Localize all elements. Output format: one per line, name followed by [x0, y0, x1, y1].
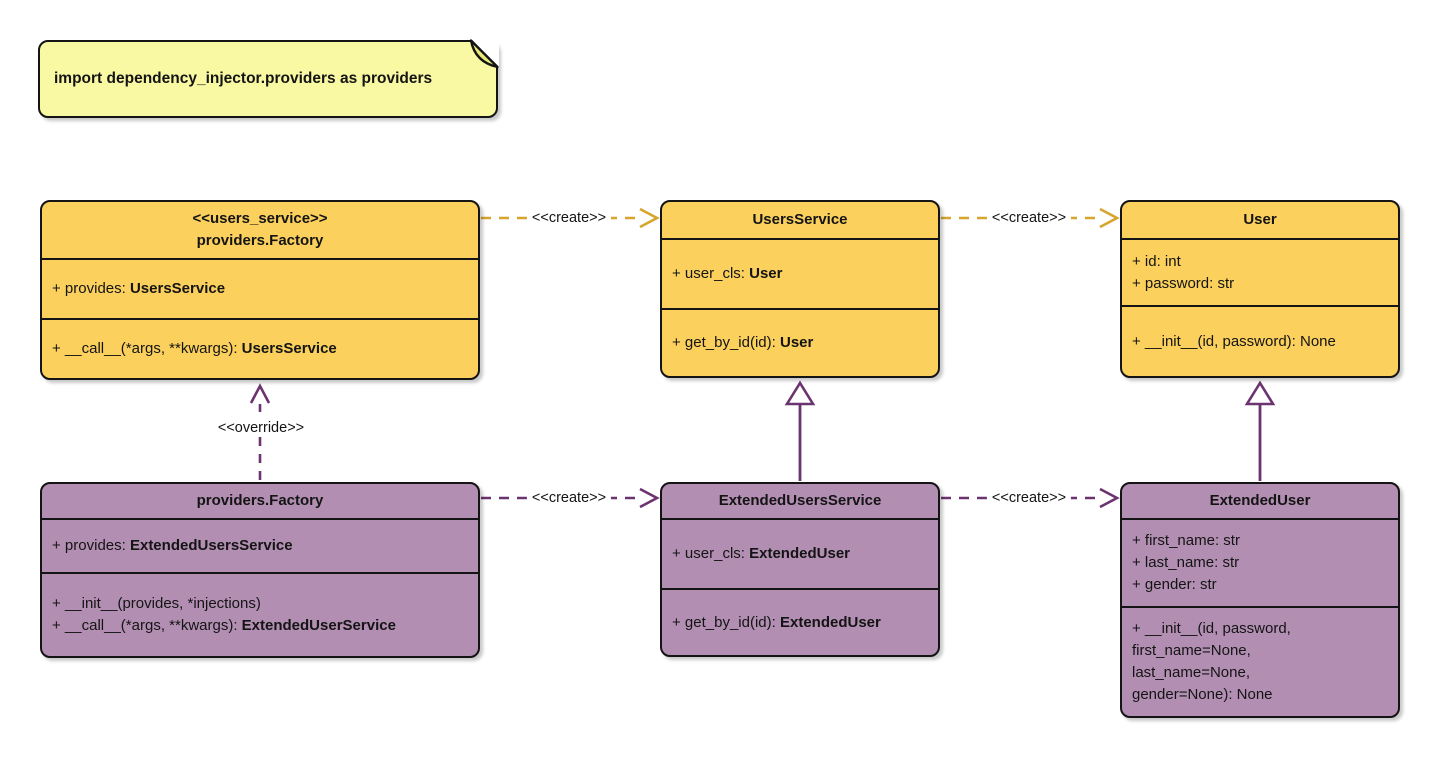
- class-name: providers.Factory: [196, 232, 324, 249]
- class-methods-compartment: + __call__(*args, **kwargs): UsersServic…: [42, 318, 478, 378]
- attribute-line: + password: str: [1132, 274, 1235, 292]
- attribute-line: + user_cls: User: [672, 263, 928, 285]
- attribute-text: + provides:: [52, 537, 130, 554]
- method-line: + __init__(id, password,: [1132, 620, 1291, 637]
- class-stereotype: <<users_service>>: [192, 210, 328, 227]
- attribute-line: + id: int: [1132, 252, 1181, 270]
- class-methods-compartment: + __init__(id, password): None: [1122, 305, 1398, 376]
- method-type: ExtendedUserService: [241, 617, 396, 634]
- method-text: + get_by_id(id):: [672, 334, 780, 351]
- import-note-text: import dependency_injector.providers as …: [54, 70, 433, 87]
- class-name: ExtendedUser: [1209, 492, 1311, 509]
- class-methods-compartment: + __init__(provides, *injections) + __ca…: [42, 572, 478, 656]
- override-edge-label: <<override>>: [212, 419, 310, 437]
- inheritance-edge-extendeduser-to-user: [1244, 380, 1276, 481]
- class-attributes-compartment: + provides: ExtendedUsersService: [42, 518, 478, 572]
- class-attributes-compartment: + user_cls: ExtendedUser: [662, 518, 938, 588]
- attribute-type: UsersService: [129, 280, 226, 297]
- class-extended-user: ExtendedUser + first_name: str + last_na…: [1120, 482, 1400, 718]
- class-title-compartment: ExtendedUsersService: [662, 484, 938, 518]
- note-fold-corner-icon: [469, 39, 499, 69]
- import-note: import dependency_injector.providers as …: [38, 39, 499, 118]
- method-text: + __call__(*args, **kwargs):: [52, 617, 242, 634]
- method-type: UsersService: [241, 340, 337, 357]
- attribute-line: + gender: str: [1132, 576, 1217, 593]
- method-line: last_name=None,: [1132, 664, 1250, 681]
- class-name: ExtendedUsersService: [718, 492, 882, 509]
- attribute-line: + first_name: str: [1132, 532, 1240, 549]
- method-line: + __init__(provides, *injections): [52, 595, 261, 612]
- hollow-triangle-arrowhead-icon: [784, 380, 816, 406]
- class-attributes-compartment: + user_cls: User: [662, 238, 938, 308]
- attribute-line: + provides: UsersService: [52, 278, 468, 300]
- open-arrowhead-icon: [1099, 487, 1120, 509]
- attribute-type: User: [749, 265, 783, 282]
- class-title-compartment: <<users_service>> providers.Factory: [42, 202, 478, 258]
- method-line: + __init__(id, password): None: [1132, 332, 1336, 350]
- attribute-text: + user_cls:: [672, 545, 750, 562]
- attribute-line: + user_cls: ExtendedUser: [672, 543, 928, 565]
- class-methods-compartment: + get_by_id(id): User: [662, 308, 938, 376]
- method-line: + __call__(*args, **kwargs): ExtendedUse…: [52, 615, 468, 637]
- attribute-line: + provides: ExtendedUsersService: [52, 535, 468, 557]
- class-name: UsersService: [752, 211, 848, 228]
- attribute-type: ExtendedUser: [749, 545, 850, 562]
- create-edge-label: <<create>>: [986, 209, 1072, 227]
- class-title-compartment: ExtendedUser: [1122, 484, 1398, 518]
- open-arrowhead-icon: [1099, 207, 1120, 229]
- method-line: + get_by_id(id): ExtendedUser: [672, 612, 928, 634]
- open-arrowhead-icon: [639, 207, 660, 229]
- inheritance-edge-extendedusersservice-to-usersservice: [784, 380, 816, 481]
- class-attributes-compartment: + first_name: str + last_name: str + gen…: [1122, 518, 1398, 606]
- method-text: + get_by_id(id):: [672, 613, 780, 631]
- attribute-type: ExtendedUsersService: [129, 537, 293, 554]
- method-text: + __call__(*args, **kwargs):: [52, 340, 242, 357]
- class-methods-compartment: + __init__(id, password, first_name=None…: [1122, 606, 1398, 716]
- hollow-triangle-arrowhead-icon: [1244, 380, 1276, 406]
- class-title-compartment: providers.Factory: [42, 484, 478, 518]
- create-edge-label: <<create>>: [526, 209, 612, 227]
- class-name: User: [1243, 211, 1277, 228]
- method-type: ExtendedUser: [779, 613, 881, 631]
- method-type: User: [779, 334, 814, 351]
- class-users-service-factory: <<users_service>> providers.Factory + pr…: [40, 200, 480, 380]
- method-line: first_name=None,: [1132, 642, 1251, 659]
- class-title-compartment: User: [1122, 202, 1398, 238]
- class-title-compartment: UsersService: [662, 202, 938, 238]
- attribute-text: + user_cls:: [672, 265, 750, 282]
- class-users-service: UsersService + user_cls: User + get_by_i…: [660, 200, 940, 378]
- open-arrowhead-icon: [249, 383, 271, 404]
- class-name: providers.Factory: [196, 492, 324, 509]
- class-extended-factory: providers.Factory + provides: ExtendedUs…: [40, 482, 480, 658]
- class-user: User + id: int + password: str + __init_…: [1120, 200, 1400, 378]
- create-edge-label: <<create>>: [986, 489, 1072, 507]
- attribute-line: + last_name: str: [1132, 554, 1240, 571]
- class-methods-compartment: + get_by_id(id): ExtendedUser: [662, 588, 938, 655]
- class-attributes-compartment: + id: int + password: str: [1122, 238, 1398, 305]
- class-extended-users-service: ExtendedUsersService + user_cls: Extende…: [660, 482, 940, 657]
- attribute-text: + provides:: [52, 280, 130, 297]
- open-arrowhead-icon: [639, 487, 660, 509]
- create-edge-label: <<create>>: [526, 489, 612, 507]
- method-line: + get_by_id(id): User: [672, 332, 928, 354]
- method-line: gender=None): None: [1132, 686, 1273, 703]
- method-line: + __call__(*args, **kwargs): UsersServic…: [52, 338, 468, 360]
- class-attributes-compartment: + provides: UsersService: [42, 258, 478, 318]
